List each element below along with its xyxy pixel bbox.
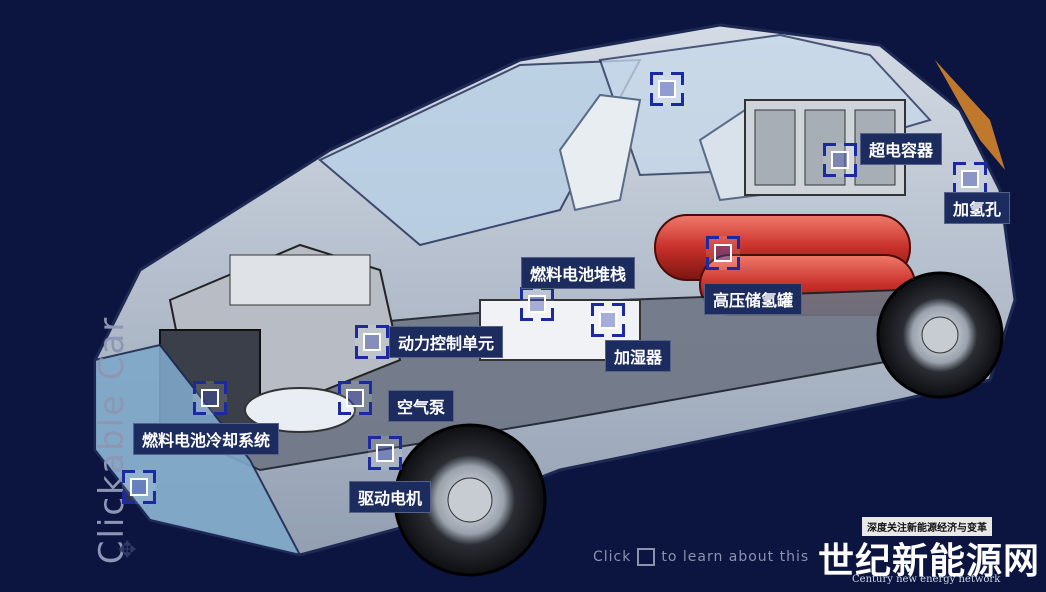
label-humidifier[interactable]: 加湿器 [605,340,672,372]
rear-light [935,60,1005,170]
click-hint-after: to learn about this [661,549,810,565]
label-hp-tank[interactable]: 高压储氢罐 [704,283,803,315]
hotspot-icon-air-pump[interactable] [338,381,372,415]
hotspot-icon-hp-tank[interactable] [706,236,740,270]
label-fuel-cell-stack[interactable]: 燃料电池堆栈 [521,257,636,289]
label-air-pump[interactable]: 空气泵 [388,390,455,422]
watermark-subtitle: Century new energy network [852,574,1001,585]
watermark-tag: 深度关注新能源经济与变革 [862,517,992,536]
click-hint-before: Click [593,549,632,565]
hotspot-icon-drive-motor[interactable] [368,436,402,470]
label-power-control[interactable]: 动力控制单元 [389,326,504,358]
hotspot-icon-power-control[interactable] [355,325,389,359]
hotspot-icon-humidifier[interactable] [591,303,625,337]
cursor-icon: ✥ [118,538,137,563]
label-hydrogen-port[interactable]: 加氢孔 [944,192,1011,224]
click-hint: Click to learn about this [593,548,809,566]
hotspot-icon-cooling-system[interactable] [193,381,227,415]
label-drive-motor[interactable]: 驱动电机 [349,481,432,513]
hotspot-icon-fuel-cell-stack[interactable] [520,287,554,321]
label-cooling-system[interactable]: 燃料电池冷却系统 [133,423,280,455]
hotspot-icon-mini [637,548,656,566]
hotspot-icon-supercapacitor[interactable] [823,143,857,177]
seat-back [558,93,642,212]
hotspot-icon-hydrogen-port[interactable] [953,162,987,196]
headlight [244,387,356,433]
label-supercapacitor[interactable]: 超电容器 [860,133,943,165]
hotspot-icon-roof[interactable] [650,72,684,106]
watermark-logo: 世纪新能源网 [818,540,1041,582]
hotspot-icon-front[interactable] [122,470,156,504]
